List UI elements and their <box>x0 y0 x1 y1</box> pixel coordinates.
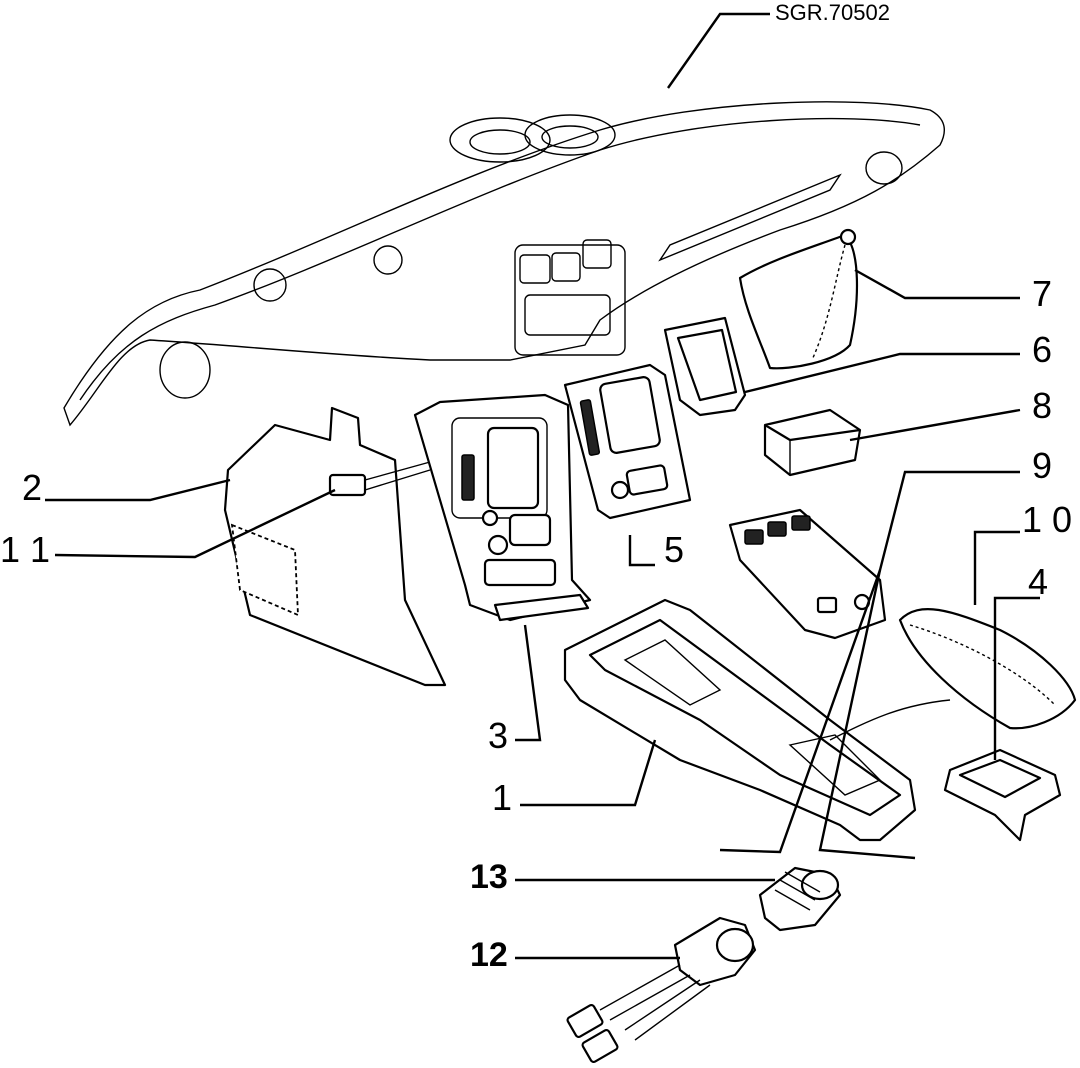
part-1-centre-console <box>563 598 917 842</box>
callout-2: 2 <box>22 467 42 508</box>
part-12-lighter-socket <box>566 916 757 1064</box>
callout-11: 1 1 <box>0 529 50 570</box>
part-5-bezel <box>563 363 692 520</box>
part-8-switch-housing <box>763 408 862 477</box>
callout-13: 13 <box>470 858 508 896</box>
callout-8: 8 <box>1032 385 1052 426</box>
wiring-harness <box>829 699 951 741</box>
callout-9: 9 <box>1032 445 1052 486</box>
callout-10: 1 0 <box>1022 499 1072 540</box>
callout-7: 7 <box>1032 273 1052 314</box>
callout-3: 3 <box>488 715 508 756</box>
callout-1: 1 <box>492 777 512 818</box>
callout-5: 5 <box>664 529 684 570</box>
part-4-handbrake-bezel <box>943 748 1062 842</box>
part-13-cigar-lighter <box>758 866 842 932</box>
callout-12: 12 <box>470 936 508 974</box>
callout-6: 6 <box>1032 329 1052 370</box>
drawing-reference-leader <box>667 12 770 89</box>
part-7-gear-boot <box>738 228 859 370</box>
callout-4: 4 <box>1028 561 1048 602</box>
part-3-centre-frame <box>413 393 592 622</box>
part-6-gasket <box>663 316 747 417</box>
leader-lines <box>45 268 1040 960</box>
part-2-side-trim-panel <box>223 406 447 687</box>
part-10-handbrake-boot <box>898 608 1077 730</box>
part-11-clip <box>328 461 431 497</box>
dashboard-outline <box>63 101 946 427</box>
drawing-reference: SGR.70502 <box>775 0 890 25</box>
